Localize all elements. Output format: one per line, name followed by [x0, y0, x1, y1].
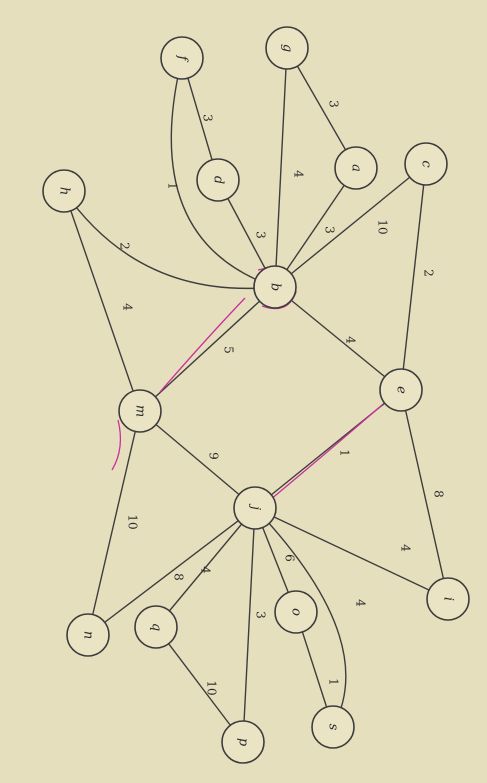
edge-weight-f-b: 1 — [166, 182, 180, 190]
edge-weight-m-n: 10 — [126, 514, 140, 529]
node-circle-o — [274, 590, 318, 634]
edge-j-s — [254, 507, 347, 728]
edge-q-p — [155, 626, 244, 743]
edge-g-b — [274, 47, 288, 288]
node-circle-g — [265, 26, 309, 70]
edge-weight-o-s: 1 — [327, 678, 341, 686]
edge-weight-j-n: 8 — [172, 573, 186, 581]
node-d: d — [196, 158, 240, 202]
node-circle-c_top — [404, 142, 448, 186]
node-j: j — [233, 486, 277, 530]
node-circle-m — [118, 389, 162, 433]
edge-j-i — [254, 507, 449, 600]
node-q: q — [134, 605, 178, 649]
node-label-q: q — [149, 623, 164, 631]
node-circle-h — [42, 169, 86, 213]
edge-weight-f-d: 3 — [201, 114, 215, 122]
node-label-p: p — [236, 738, 251, 747]
node-label-o: o — [289, 608, 304, 616]
node-circle-q — [134, 605, 178, 649]
edge-weight-c_top-b: 10 — [376, 219, 390, 234]
edge-weight-j-p: 3 — [254, 611, 268, 619]
node-g: g — [265, 26, 309, 70]
node-label-j: j — [248, 503, 263, 510]
node-circle-a — [334, 146, 378, 190]
edge-j-q — [155, 507, 256, 628]
edge-c_top-e — [400, 163, 427, 391]
edge-weight-c_top-e: 2 — [422, 269, 436, 277]
node-circle-n — [66, 613, 110, 657]
edge-m-j — [139, 410, 256, 509]
edge-weight-j-i: 4 — [399, 544, 413, 552]
edge-weight-e-j: 1 — [338, 449, 352, 457]
node-label-g: g — [280, 44, 295, 52]
node-label-m: m — [133, 405, 148, 417]
weights-layer: 3 1 3 4 3 3 10 2 2 4 4 5 1 8 9 10 4 6 4 3 4 8 1 10 — [118, 100, 446, 695]
node-o: o — [274, 590, 318, 634]
mark-e-j-trace — [269, 404, 383, 501]
edge-j-n — [87, 507, 256, 636]
edge-b-m — [139, 286, 276, 412]
node-circle-i — [426, 577, 470, 621]
node-circle-f — [160, 36, 204, 80]
edge-weight-q-p: 10 — [205, 680, 219, 695]
edge-weight-j-q: 4 — [199, 566, 213, 574]
edge-h-b — [63, 190, 276, 290]
node-s: s — [311, 705, 355, 749]
edge-f-b — [170, 57, 276, 288]
node-label-a: a — [349, 164, 364, 172]
node-label-n: n — [81, 631, 96, 639]
node-e: e — [379, 368, 423, 412]
node-label-s: s — [326, 724, 341, 731]
node-f: f — [160, 36, 204, 80]
node-label-i: i — [441, 597, 456, 601]
edge-e-i — [400, 389, 449, 600]
edge-weight-m-j: 9 — [207, 452, 221, 460]
node-h: h — [42, 169, 86, 213]
edge-b-e — [274, 286, 402, 391]
mark-b-m-trace — [159, 297, 246, 393]
node-label-h: h — [57, 187, 72, 195]
node-c_top: c — [404, 142, 448, 186]
edge-c_top-b — [274, 163, 427, 288]
edge-weight-b-e: 4 — [344, 336, 358, 344]
node-m: m — [118, 389, 162, 433]
node-circle-e — [379, 368, 423, 412]
edge-a-b — [274, 167, 357, 288]
node-n: n — [66, 613, 110, 657]
node-i: i — [426, 577, 470, 621]
edge-weight-j-s: 4 — [354, 599, 368, 607]
node-a: a — [334, 146, 378, 190]
node-label-d: d — [211, 176, 226, 184]
node-circle-b — [253, 265, 297, 309]
nodes-layer: f g d a c h b e m j i o q n s p — [42, 26, 470, 764]
node-label-f: f — [175, 55, 190, 63]
edge-m-n — [87, 410, 141, 636]
edge-weight-g-a: 3 — [327, 100, 341, 108]
node-label-b: b — [268, 283, 283, 291]
node-circle-p — [221, 720, 265, 764]
edge-weight-a-b: 3 — [323, 226, 337, 234]
edge-g-a — [286, 47, 357, 169]
edge-weight-h-m: 4 — [121, 303, 135, 311]
edge-weight-h-b: 2 — [118, 242, 132, 250]
edge-weight-b-m: 5 — [222, 346, 236, 354]
node-circle-j — [233, 486, 277, 530]
mark-near-m — [111, 419, 122, 471]
node-label-e: e — [394, 386, 409, 394]
edge-weight-g-b: 4 — [292, 170, 306, 178]
edge-weight-j-o: 6 — [283, 554, 297, 562]
node-label-c_top: c — [419, 160, 434, 168]
node-circle-d — [196, 158, 240, 202]
node-p: p — [221, 720, 265, 764]
edge-h-m — [63, 190, 141, 412]
node-circle-s — [311, 705, 355, 749]
edge-weight-e-i: 8 — [432, 490, 446, 498]
node-b: b — [253, 265, 297, 309]
edge-weight-d-b: 3 — [254, 231, 268, 239]
edge-j-p — [242, 507, 256, 743]
